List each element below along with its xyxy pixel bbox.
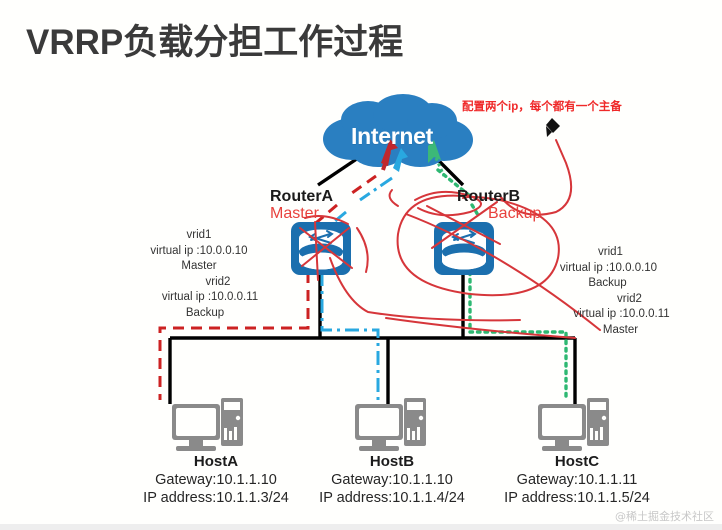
vrrp-info-right: vrid1 virtual ip :10.0.0.10 Backup vrid2… (520, 245, 695, 339)
host-b-gateway: Gateway:10.1.1.10 (331, 472, 453, 488)
host-a-gateway: Gateway:10.1.1.10 (155, 472, 277, 488)
router-a-name: RouterA (270, 188, 334, 205)
vrid2-state-right: Master (602, 323, 639, 336)
host-a-name: HostA (193, 453, 239, 470)
vrid1-state-left: Master (181, 260, 217, 273)
host-b-icon (355, 398, 426, 451)
internet-cloud-label: Internet (351, 123, 433, 149)
host-a-label-block: HostA Gateway:10.1.1.10 IP address:10.1.… (136, 452, 296, 507)
host-a-ip: IP address:10.1.1.3/24 (143, 490, 289, 506)
vrid1-vip-right: virtual ip :10.0.0.10 (559, 261, 658, 274)
bottom-strip (0, 524, 722, 530)
host-a-icon (172, 398, 243, 451)
vrid1-vip-left: virtual ip :10.0.0.10 (150, 244, 248, 257)
vrid2-vip-right: virtual ip :10.0.0.11 (573, 308, 670, 321)
router-b-icon (434, 222, 494, 275)
router-b-state: Backup (488, 205, 542, 222)
host-b-label-block: HostB Gateway:10.1.1.10 IP address:10.1.… (312, 452, 472, 507)
annotation-text: 配置两个ip，每个都有一个主备 (462, 101, 622, 113)
host-b-name: HostB (369, 453, 415, 470)
red-ink-annotations (299, 139, 601, 339)
vrrp-info-left: vrid1 virtual ip :10.0.0.10 Master vrid2… (118, 228, 280, 322)
router-b-name: RouterB (457, 188, 521, 205)
host-c-ip: IP address:10.1.1.5/24 (504, 490, 650, 506)
host-c-icon (538, 398, 609, 451)
host-c-label-block: HostC Gateway:10.1.1.11 IP address:10.1.… (492, 452, 662, 507)
vrid2-label-left: vrid2 (205, 275, 231, 288)
path-cyan-dashdot (320, 176, 393, 400)
vrid1-label-left: vrid1 (186, 229, 212, 241)
host-c-name: HostC (554, 453, 600, 470)
vrid1-label-right: vrid1 (598, 246, 623, 258)
vrid2-state-left: Backup (185, 306, 225, 319)
traffic-arrows (381, 139, 446, 177)
path-red-dashed (158, 174, 377, 400)
host-c-gateway: Gateway:10.1.1.11 (516, 472, 638, 488)
vrid2-label-right: vrid2 (617, 292, 642, 305)
vrid2-vip-left: virtual ip :10.0.0.11 (161, 291, 259, 304)
pen-cursor-icon (546, 118, 560, 137)
host-b-ip: IP address:10.1.1.4/24 (319, 490, 465, 506)
router-a-icon (291, 222, 351, 275)
vrid1-state-right: Backup (588, 277, 627, 290)
watermark: @稀土掘金技术社区 (615, 510, 714, 523)
link-lines (168, 148, 577, 404)
router-a-state: Master (270, 205, 319, 222)
page-title: VRRP负载分担工作过程 (26, 23, 404, 62)
